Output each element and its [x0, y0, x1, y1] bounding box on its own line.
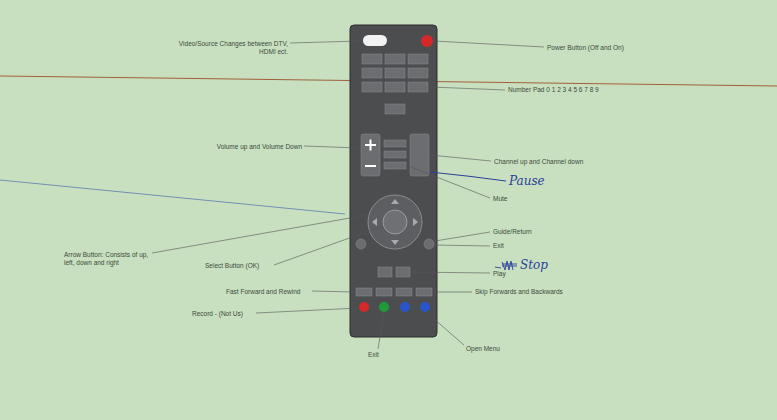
remote-body: [350, 25, 437, 337]
minus-sign: [365, 165, 376, 167]
exit-button: [424, 239, 434, 249]
number-pad: [362, 54, 428, 114]
blue-button: [400, 302, 410, 312]
mid-buttons: [384, 140, 406, 169]
play-button: [396, 267, 410, 277]
part-label: Exit: [493, 242, 533, 250]
part-label: Channel up and Channel down: [494, 158, 614, 166]
handwritten-note: Pause: [509, 174, 569, 188]
handwritten-note: Stop: [520, 258, 570, 272]
green-button: [379, 302, 389, 312]
red-button: [359, 302, 369, 312]
part-label: Record - (Not Us): [192, 310, 255, 318]
part-label: Fast Forward and Rewind: [226, 288, 311, 296]
return-button: [356, 239, 366, 249]
ok-button: [383, 210, 407, 234]
part-label: Power Button (Off and On): [547, 44, 637, 52]
part-label: Skip Forwards and Backwards: [475, 288, 585, 296]
part-label: Play: [493, 270, 533, 278]
arrow-pad: [368, 195, 422, 249]
part-label: Select Button (OK): [205, 262, 273, 270]
stop-button: [378, 267, 392, 277]
part-label: Guide/Return: [493, 228, 563, 236]
transport-buttons: [356, 288, 432, 296]
source-button: [363, 35, 387, 46]
pen-line: [430, 172, 506, 181]
pen-line: [495, 267, 501, 268]
power-button: [421, 35, 433, 47]
part-label: Arrow Button: Consists of up, left, down…: [64, 251, 150, 267]
part-label: Open Menu: [466, 345, 526, 353]
leader-lines: [152, 41, 544, 349]
sheet-line: [0, 180, 345, 214]
channel-rocker: [410, 134, 429, 176]
plus-sign: [370, 140, 372, 151]
blue-button: [420, 302, 430, 312]
pen-scribble: [502, 261, 517, 270]
volume-rocker: [361, 134, 380, 176]
part-label: Exit: [368, 351, 398, 359]
part-label: Volume up and Volume Down: [192, 143, 302, 151]
part-label: Mute: [493, 195, 543, 203]
arrow-marks: [372, 199, 418, 245]
part-label: Video/Source Changes between DTV, HDMI e…: [178, 40, 288, 56]
part-label: Number Pad 0 1 2 3 4 5 6 7 8 9: [508, 86, 618, 94]
